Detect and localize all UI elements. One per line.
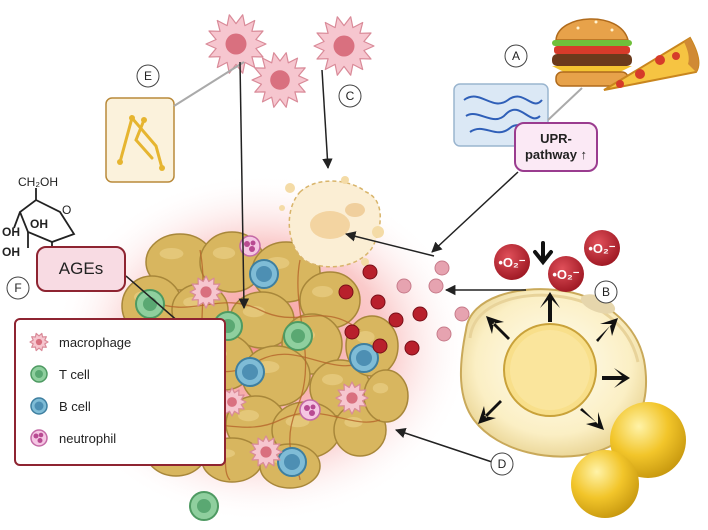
particle: [344, 324, 360, 340]
svg-text:F: F: [14, 281, 21, 295]
macrophage: [335, 381, 369, 415]
upr-pathway-box: UPR- pathway ↑: [514, 122, 598, 172]
label-c: C: [338, 84, 362, 108]
legend-item-macrophage: macrophage: [28, 330, 131, 354]
legend-macrophage-shape: [29, 332, 49, 352]
particle: [388, 312, 404, 328]
svg-text:C: C: [346, 89, 355, 103]
macrophage-top-2: [251, 52, 309, 108]
label-a: A: [504, 44, 528, 68]
particle: [338, 284, 354, 300]
macrophage-icon: [205, 14, 375, 108]
svg-text:B: B: [602, 285, 610, 299]
particle: [372, 338, 388, 354]
particle: [362, 264, 378, 280]
superoxide-molecule: •O₂⁻: [548, 256, 584, 292]
particle: [396, 278, 412, 294]
superoxide-molecule: •O₂⁻: [584, 230, 620, 266]
lipid-droplet: [571, 450, 639, 518]
particle: [434, 260, 450, 276]
glucose-ring-o: O: [62, 203, 71, 217]
label-b: B: [594, 280, 618, 304]
macrophage-top-3: [313, 16, 375, 76]
b-cell-icon: [30, 397, 48, 415]
label-e: E: [136, 64, 160, 88]
glucose-oh-bottom: OH: [2, 245, 20, 259]
svg-text:•O₂⁻: •O₂⁻: [552, 267, 579, 282]
label-f: F: [6, 276, 30, 300]
svg-text:E: E: [144, 69, 152, 83]
svg-text:•O₂⁻: •O₂⁻: [588, 241, 615, 256]
particle: [370, 294, 386, 310]
reactive-oxygen-species: •O₂⁻ •O₂⁻ •O₂⁻: [494, 230, 620, 292]
t-cell-icon: [30, 365, 48, 383]
legend-item-neutrophil: neutrophil: [28, 426, 116, 450]
macrophage-top-1: [205, 14, 267, 74]
glucose-oh-left: OH: [2, 225, 20, 239]
hypertrophic-adipocyte: [460, 288, 647, 458]
svg-text:D: D: [498, 457, 507, 471]
legend: macrophage T cell B cell neutrophil: [14, 318, 226, 466]
neutrophil-icon: [30, 429, 48, 447]
neutrophil: [239, 235, 261, 257]
particle: [436, 326, 452, 342]
legend-item-b-cell: B cell: [28, 394, 91, 418]
legend-item-t-cell: T cell: [28, 362, 90, 386]
particle: [412, 306, 428, 322]
ages-label: AGEs: [58, 259, 104, 278]
burger-icon: [552, 18, 632, 87]
upr-line-2: pathway ↑: [524, 147, 588, 162]
fiber-icon: [105, 97, 175, 183]
particle: [404, 340, 420, 356]
svg-text:A: A: [512, 49, 520, 63]
pizza-icon: [603, 36, 700, 91]
svg-text:•O₂⁻: •O₂⁻: [498, 255, 525, 270]
dead-adipocyte: [279, 176, 384, 268]
particle: [454, 306, 470, 322]
arrows: [125, 61, 526, 463]
ages-label-box: AGEs: [36, 246, 126, 292]
neutrophil: [299, 399, 321, 421]
upr-line-1: UPR-: [540, 131, 572, 146]
macrophage-icon: [29, 332, 49, 352]
glucose-oh-mid: OH: [30, 217, 48, 231]
macrophage: [189, 275, 223, 309]
macrophage: [249, 435, 283, 469]
superoxide-molecule: •O₂⁻: [494, 244, 530, 280]
adipocyte: [363, 369, 409, 423]
glucose-ch2oh: CH₂OH: [18, 175, 58, 189]
particle: [428, 278, 444, 294]
lipid-droplet: [610, 402, 686, 478]
secreted-particles: [338, 260, 470, 356]
label-d: D: [490, 452, 514, 476]
